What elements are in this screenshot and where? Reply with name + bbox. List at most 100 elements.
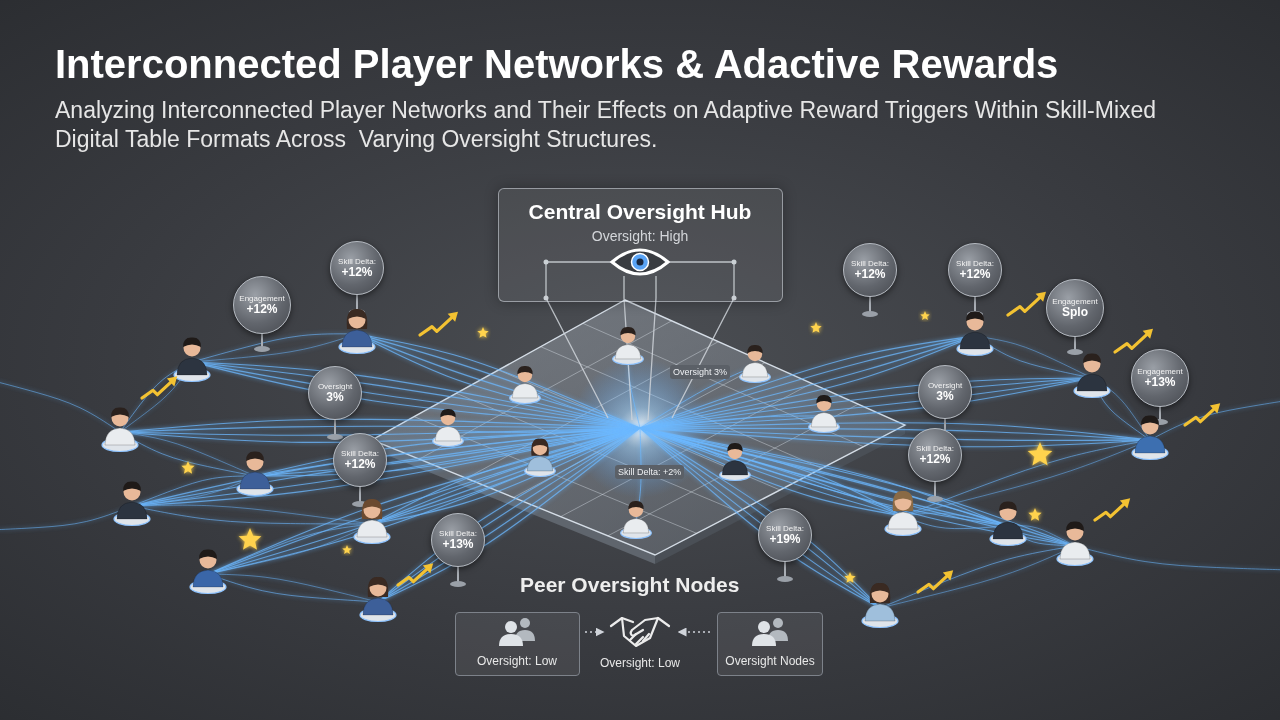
trend-head bbox=[1210, 403, 1220, 413]
player-avatar bbox=[102, 407, 138, 451]
reward-star bbox=[1028, 442, 1053, 466]
network-strand bbox=[0, 506, 132, 530]
metric-bubble: Engagement+13% bbox=[1131, 349, 1189, 407]
network-strand bbox=[192, 362, 640, 428]
network-strand bbox=[640, 378, 1092, 428]
node-text: 3% bbox=[326, 391, 343, 405]
trend-head bbox=[1143, 329, 1153, 339]
metric-bubble: EngagementSplo bbox=[1046, 279, 1104, 337]
reward-star bbox=[239, 528, 262, 550]
avatar-hair bbox=[199, 549, 217, 559]
network-strand bbox=[640, 428, 1075, 546]
network-strand bbox=[640, 428, 1150, 440]
bubble-stems bbox=[254, 268, 1168, 587]
node-text: +12% bbox=[246, 303, 277, 317]
network-strand bbox=[208, 428, 640, 574]
node-text: Oversight bbox=[928, 381, 962, 390]
player-avatar bbox=[613, 327, 644, 364]
bubble-base bbox=[450, 581, 466, 587]
network-strand bbox=[640, 416, 824, 428]
metric-bubble: Skill Delta:+13% bbox=[431, 513, 485, 567]
network-strand bbox=[640, 378, 1092, 428]
avatar-hair bbox=[362, 499, 383, 519]
title-holder: Interconnected Player Networks & Adactiv… bbox=[55, 40, 1058, 88]
avatar-hair bbox=[246, 451, 264, 461]
node-text: +12% bbox=[959, 268, 990, 282]
handshake-icon bbox=[611, 618, 669, 646]
avatar-body bbox=[1060, 542, 1090, 559]
node-text: Oversight: Low bbox=[477, 654, 557, 669]
bubble-base bbox=[254, 346, 270, 352]
player-avatar bbox=[1132, 415, 1168, 459]
trend-line bbox=[142, 380, 173, 398]
network-strand bbox=[120, 426, 640, 432]
trend-head bbox=[1036, 292, 1046, 302]
reward-star bbox=[477, 327, 488, 338]
trend-arrow bbox=[918, 570, 953, 592]
network-strand bbox=[132, 506, 372, 524]
player-avatar bbox=[339, 309, 375, 354]
avatar-hair bbox=[999, 501, 1017, 511]
avatar-hair bbox=[123, 481, 141, 491]
trend-line bbox=[420, 316, 454, 335]
trend-line bbox=[1008, 296, 1042, 315]
avatar-body bbox=[742, 363, 768, 377]
network-strand bbox=[525, 387, 640, 428]
oversight-hub-box: Central Oversight HubOversight: High bbox=[498, 188, 783, 302]
avatar-body bbox=[722, 461, 748, 475]
node-text: Engagement bbox=[1052, 297, 1097, 306]
avatar-body bbox=[615, 345, 641, 359]
avatar-hair bbox=[747, 345, 762, 353]
avatar-body bbox=[357, 520, 387, 537]
network-strand bbox=[640, 428, 735, 464]
node-text: +19% bbox=[769, 533, 800, 547]
trend-arrow bbox=[1185, 403, 1220, 425]
trend-line bbox=[1185, 407, 1216, 425]
node-text: Skill Delta: bbox=[956, 259, 994, 268]
player-avatar bbox=[740, 345, 771, 382]
label-holder: Oversight: Low bbox=[600, 656, 680, 671]
node-text: Skill Delta: bbox=[916, 444, 954, 453]
node-text: Engagement bbox=[239, 294, 284, 303]
trend-head bbox=[167, 376, 177, 386]
oversight-box: Oversight Nodes bbox=[717, 612, 823, 676]
network-lines bbox=[0, 334, 1280, 608]
trend-head bbox=[943, 570, 953, 580]
avatar-hair bbox=[894, 491, 912, 501]
dotted-arrow bbox=[585, 631, 603, 633]
avatar-hair bbox=[727, 443, 742, 451]
hand-stroke bbox=[622, 618, 658, 646]
avatar-hair bbox=[348, 309, 366, 319]
network-strand bbox=[120, 432, 255, 476]
label-text: Oversight 3% bbox=[670, 365, 730, 379]
player-avatar bbox=[621, 501, 652, 538]
network-strand bbox=[540, 428, 640, 460]
node-text: Oversight Nodes bbox=[725, 654, 814, 669]
avatar-body bbox=[512, 384, 538, 398]
node-text: Oversight: High bbox=[592, 227, 688, 245]
bubble-base bbox=[862, 311, 878, 317]
player-avatar bbox=[720, 443, 751, 480]
label-holder: Skill Delta: +2% bbox=[615, 465, 684, 479]
bubble-base bbox=[927, 496, 943, 502]
label-text: Skill Delta: +2% bbox=[615, 465, 684, 479]
node-text: +13% bbox=[442, 538, 473, 552]
node-text: +12% bbox=[919, 453, 950, 467]
network-strand bbox=[208, 428, 640, 574]
avatar-body bbox=[342, 330, 372, 347]
node-text: Engagement bbox=[1137, 367, 1182, 376]
avatar-hair bbox=[440, 409, 455, 417]
reward-star bbox=[920, 311, 930, 320]
avatar-body bbox=[623, 519, 649, 533]
avatar-hair bbox=[183, 337, 201, 347]
node-text: Skill Delta: bbox=[341, 449, 379, 458]
trend-head bbox=[448, 312, 458, 322]
dotted-arrow bbox=[679, 631, 710, 633]
avatar-hair bbox=[363, 499, 381, 509]
avatar-body bbox=[363, 598, 393, 615]
node-text: +13% bbox=[1144, 376, 1175, 390]
avatar-body bbox=[865, 604, 895, 621]
avatar-body bbox=[1135, 436, 1165, 453]
network-strand bbox=[880, 546, 1075, 608]
metric-bubble: Skill Delta:+19% bbox=[758, 508, 812, 562]
